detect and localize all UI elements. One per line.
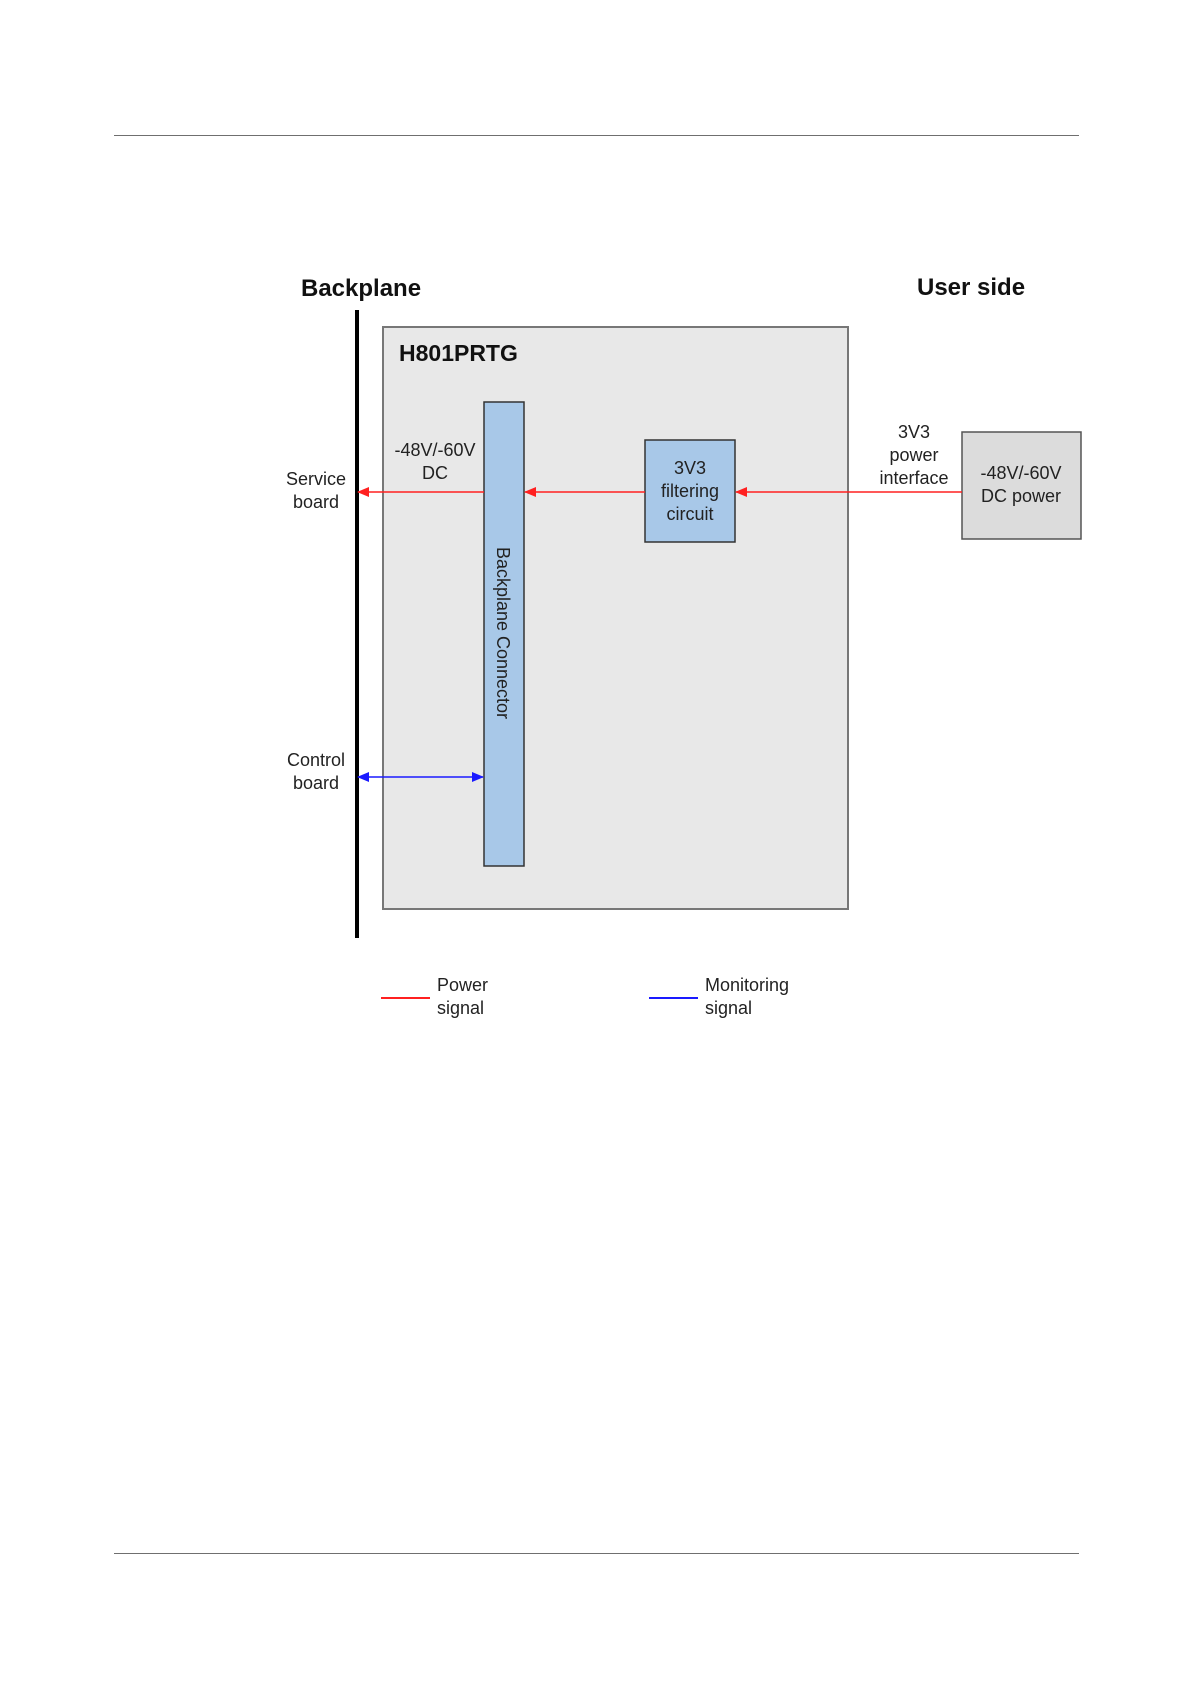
service-board-line-1: Service (286, 469, 346, 489)
interface-label-line-1: 3V3 (898, 422, 930, 442)
backplane-heading: Backplane (301, 275, 421, 302)
dc-power-line-2: DC power (981, 486, 1061, 506)
legend-monitoring-line-1: Monitoring (705, 975, 789, 995)
control-board-line-2: board (293, 773, 339, 793)
user-side-heading: User side (917, 274, 1025, 301)
interface-label-line-3: interface (879, 468, 948, 488)
legend-power-line-1: Power (437, 975, 488, 995)
backplane-connector-label: Backplane Connector (493, 547, 513, 719)
interface-label-line-2: power (889, 445, 938, 465)
service-board-line-2: board (293, 492, 339, 512)
legend-power-line-2: signal (437, 998, 484, 1018)
control-board-line-1: Control (287, 750, 345, 770)
filter-circuit-line-3: circuit (666, 504, 713, 524)
output-label-line-2: DC (422, 463, 448, 483)
output-label-line-1: -48V/-60V (394, 440, 475, 460)
dc-power-line-1: -48V/-60V (980, 463, 1061, 483)
filter-circuit-line-2: filtering (661, 481, 719, 501)
board-name: H801PRTG (399, 340, 518, 366)
legend-monitoring-line-2: signal (705, 998, 752, 1018)
board-box (383, 327, 848, 909)
filter-circuit-line-1: 3V3 (674, 458, 706, 478)
